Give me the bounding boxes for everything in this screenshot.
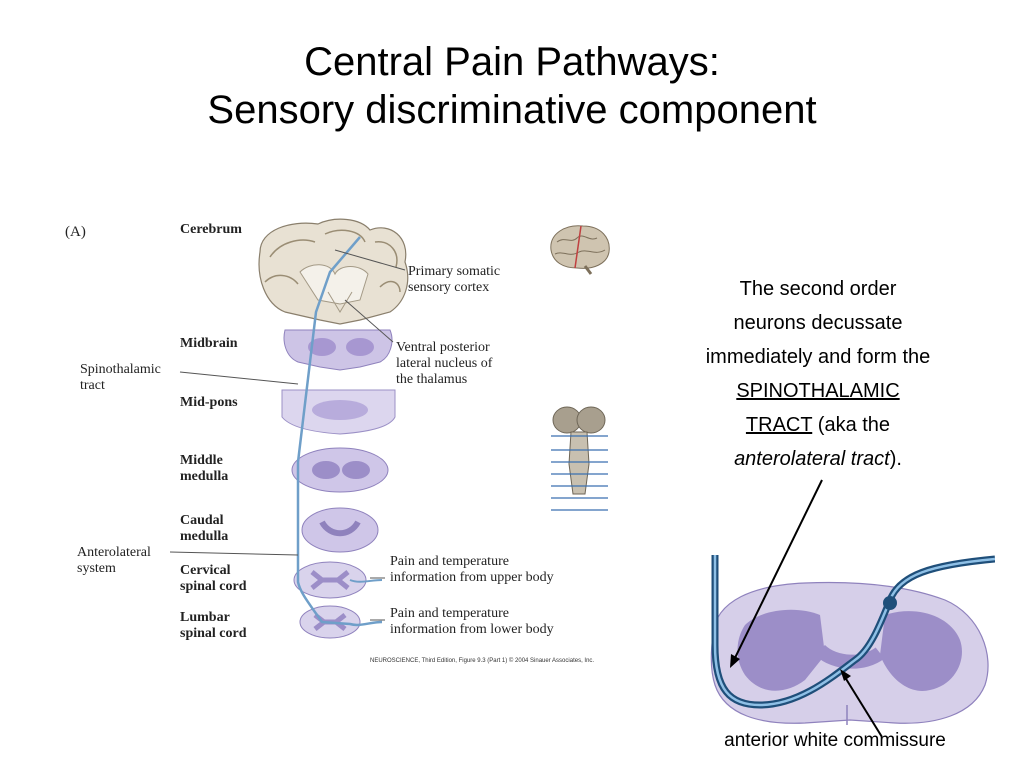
- spinothalamic-tract-line: [296, 236, 383, 627]
- level-middle-medulla: Middle medulla: [180, 453, 228, 485]
- pathway-figure: (A) Cerebrum Midbrain Mid-pons Middle me…: [60, 212, 660, 682]
- label-pain-lower: Pain and temperature information from lo…: [390, 606, 554, 638]
- level-lumbar-line-2: spinal cord: [180, 626, 247, 641]
- level-middle-medulla-line-2: medulla: [180, 469, 229, 484]
- spinal-cord-cross-section: [710, 555, 995, 725]
- caudal-medulla-section: [301, 507, 379, 553]
- title-line-1: Central Pain Pathways:: [304, 40, 720, 84]
- level-middle-medulla-line-1: Middle: [180, 453, 223, 468]
- note-line-1: The second order: [739, 278, 897, 300]
- note-line-3: immediately and form the: [705, 346, 931, 368]
- explanatory-note: The second order neurons decussate immed…: [668, 272, 968, 476]
- level-midpons: Mid-pons: [180, 395, 238, 410]
- level-midbrain: Midbrain: [180, 336, 238, 351]
- label-pain-lower-line-2: information from lower body: [390, 622, 554, 637]
- slide-title: Central Pain Pathways: Sensory discrimin…: [0, 38, 1024, 134]
- label-vpl: Ventral posterior lateral nucleus of the…: [396, 340, 492, 388]
- label-vpl-line-2: lateral nucleus of: [396, 356, 493, 371]
- level-cervical-line-1: Cervical: [180, 563, 231, 578]
- figure-credit: NEUROSCIENCE, Third Edition, Figure 9.3 …: [370, 658, 595, 664]
- level-cervical-line-2: spinal cord: [180, 579, 247, 594]
- label-anterolateral-line-2: system: [77, 561, 116, 576]
- title-line-2: Sensory discriminative component: [207, 88, 817, 132]
- upper-body-input-line: [349, 579, 383, 583]
- pathway-diagram-svg: [169, 218, 409, 639]
- note-line-5: TRACT (aka the: [668, 408, 968, 442]
- panel-label: (A): [65, 224, 86, 240]
- label-anterolateral-line-1: Anterolateral: [77, 545, 151, 560]
- level-cerebrum: Cerebrum: [180, 222, 242, 237]
- label-primary-cortex: Primary somatic sensory cortex: [408, 264, 500, 296]
- label-spinothalamic-line-2: tract: [80, 378, 105, 393]
- note-line-2: neurons decussate: [733, 312, 903, 334]
- label-anterolateral: Anterolateral system: [77, 545, 151, 577]
- level-lumbar-line-1: Lumbar: [180, 610, 230, 625]
- label-primary-cortex-line-2: sensory cortex: [408, 280, 490, 295]
- level-caudal-medulla-line-2: medulla: [180, 529, 229, 544]
- midpons-section: [281, 389, 396, 435]
- level-caudal-medulla-line-1: Caudal: [180, 513, 224, 528]
- midbrain-section: [283, 329, 393, 371]
- note-closing: ).: [889, 448, 902, 470]
- commissure-caption: anterior white commissure: [724, 730, 946, 751]
- note-tract-word: TRACT: [745, 414, 813, 436]
- note-aka: (aka the: [812, 414, 891, 436]
- cerebrum-section: [258, 218, 409, 325]
- note-anterolateral-tract: anterolateral tract: [734, 448, 890, 470]
- cervical-cord-section: [293, 561, 367, 599]
- label-pain-upper-line-1: Pain and temperature: [390, 554, 509, 569]
- label-pain-upper-line-2: information from upper body: [390, 570, 554, 585]
- middle-medulla-section: [291, 447, 389, 493]
- level-caudal-medulla: Caudal medulla: [180, 513, 228, 545]
- label-spinothalamic-line-1: Spinothalamic: [80, 362, 161, 377]
- leader-lines: [169, 249, 406, 621]
- label-pain-lower-line-1: Pain and temperature: [390, 606, 509, 621]
- note-line-6: anterolateral tract).: [668, 442, 968, 476]
- label-vpl-line-1: Ventral posterior: [396, 340, 490, 355]
- level-cervical: Cervical spinal cord: [180, 563, 247, 595]
- label-primary-cortex-line-1: Primary somatic: [408, 264, 501, 279]
- note-line-4: SPINOTHALAMIC: [736, 380, 900, 402]
- level-lumbar: Lumbar spinal cord: [180, 610, 247, 642]
- label-pain-upper: Pain and temperature information from up…: [390, 554, 554, 586]
- brainstem-thumbnail: [551, 406, 608, 511]
- brain-thumbnail: [550, 225, 610, 275]
- label-spinothalamic: Spinothalamic tract: [80, 362, 161, 394]
- label-vpl-line-3: the thalamus: [396, 372, 468, 387]
